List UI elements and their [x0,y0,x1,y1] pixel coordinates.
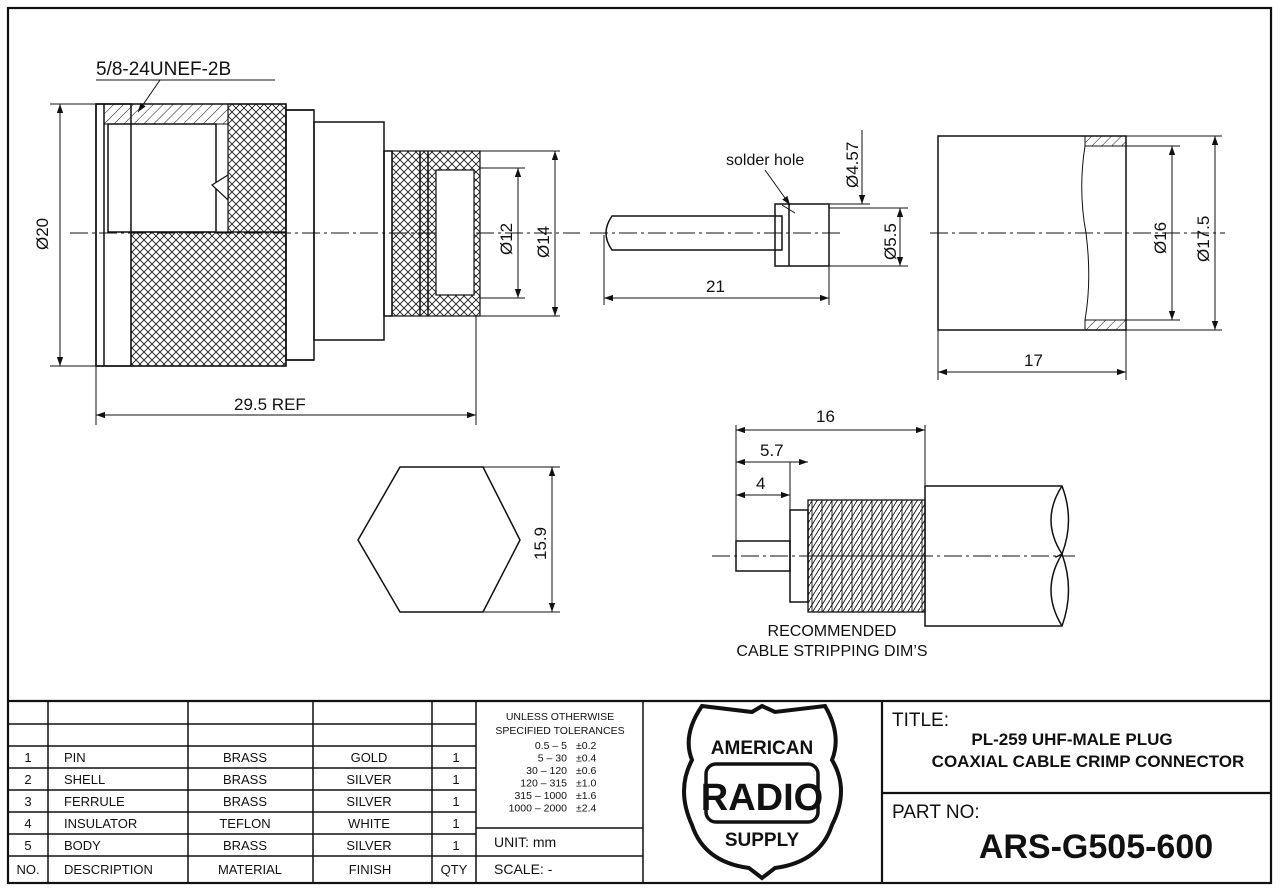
bom-cell-qty: 1 [452,794,459,809]
bom-cell-material: TEFLON [219,816,270,831]
solder-hole-label: solder hole [726,152,804,169]
tolerance-value: ±2.4 [576,803,597,815]
dim-overall-length-label: 29.5 REF [234,395,306,414]
tolerance-range: 30 – 120 [526,765,567,777]
tolerance-block: UNLESS OTHERWISE SPECIFIED TOLERANCES 0.… [494,711,625,877]
bom-cell-finish: SILVER [346,772,391,787]
dim-body-diameters: Ø12 Ø14 [480,150,560,317]
bom-cell-material: BRASS [223,772,267,787]
bom-cell-no: 3 [24,794,31,809]
bom-cell-qty: 1 [452,750,459,765]
bom-cell-no: 1 [24,750,31,765]
bom-cell-qty: 1 [452,838,459,853]
bom-cell-no: 2 [24,772,31,787]
dim-ferrule-length-label: 17 [1024,351,1043,370]
tolerance-value: ±0.2 [576,740,597,752]
dim-body-diameter-1-label: Ø12 [497,223,516,255]
bom-cell-material: BRASS [223,794,267,809]
bom-cell-material: BRASS [223,750,267,765]
dim-strip-center-label: 4 [756,474,765,493]
pin-view: solder hole [590,152,840,267]
part-number: ARS-G505-600 [979,828,1213,866]
tolerance-range: 1000 – 2000 [509,803,568,815]
ferrule-view [930,135,1225,331]
tolerance-range: 0.5 – 5 [535,740,567,752]
thread-callout: 5/8-24UNEF-2B [96,59,275,113]
bom-header-description: DESCRIPTION [64,862,153,877]
tolerance-heading-1: UNLESS OTHERWISE [506,711,614,723]
bom-cell-qty: 1 [452,816,459,831]
dim-overall-length: 29.5 REF [95,316,477,425]
logo-line-2: RADIO [701,777,823,819]
bom-cell-no: 4 [24,816,31,831]
dim-ferrule: Ø16 Ø17.5 17 [937,135,1222,380]
dim-ferrule-outer-label: Ø17.5 [1194,216,1213,262]
title-part-block: TITLE: PL-259 UHF-MALE PLUG COAXIAL CABL… [892,710,1244,866]
strip-title-1: RECOMMENDED [768,623,897,640]
tolerance-value: ±1.0 [576,778,597,790]
title-line-1: PL-259 UHF-MALE PLUG [971,730,1172,749]
bom-cell-description: FERRULE [64,794,125,809]
logo-line-3: SUPPLY [725,830,800,851]
bom-cell-finish: SILVER [346,838,391,853]
dim-body-diameter-2-label: Ø14 [534,226,553,258]
bom-cell-description: PIN [64,750,86,765]
connector-side-view [70,103,580,367]
bom-header-material: MATERIAL [218,862,282,877]
bom-cell-finish: SILVER [346,794,391,809]
tolerance-value: ±1.6 [576,790,597,802]
dim-pin-length-label: 21 [706,277,725,296]
title-label: TITLE: [892,710,949,731]
part-label: PART NO: [892,802,980,823]
bom-cell-finish: WHITE [348,816,390,831]
dim-ferrule-inner-label: Ø16 [1151,222,1170,254]
dim-plug-diameter-label: Ø20 [33,218,52,250]
bom-header-qty: QTY [441,862,468,877]
brand-logo: AMERICAN RADIO SUPPLY [682,703,843,881]
dim-pin: Ø4.57 Ø5.5 21 [603,130,908,305]
unit-label: UNIT: mm [494,834,556,850]
hex-end-view: 15.9 [357,466,560,613]
tolerance-heading-2: SPECIFIED TOLERANCES [495,725,624,737]
thread-callout-label: 5/8-24UNEF-2B [96,59,231,80]
bom-cell-description: SHELL [64,772,105,787]
scale-label: SCALE: - [494,861,553,877]
dim-strip-total-label: 16 [816,407,835,426]
tolerance-range: 120 – 315 [520,778,567,790]
dim-strip-dielectric-label: 5.7 [760,441,784,460]
bom-cell-finish: GOLD [351,750,388,765]
bom-cell-description: INSULATOR [64,816,137,831]
bom-table: 1 PIN BRASS GOLD 1 2 SHELL BRASS SILVER 1 3 FERRULE… [16,750,467,877]
tolerance-range: 315 – 1000 [514,790,567,802]
bom-cell-no: 5 [24,838,31,853]
bom-cell-qty: 1 [452,772,459,787]
dim-plug-diameter: Ø20 [33,103,96,367]
title-block [8,699,1271,883]
cable-strip-view [712,485,1075,627]
logo-line-1: AMERICAN [711,738,813,759]
dim-strip: 16 5.7 4 RECOMMENDED CABLE STRIPPING DIM… [735,407,928,660]
sheet-border [6,6,1273,885]
title-line-2: COAXIAL CABLE CRIMP CONNECTOR [932,752,1245,771]
bom-header-finish: FINISH [349,862,392,877]
dim-pin-hole-label: Ø4.57 [843,142,862,188]
strip-title-2: CABLE STRIPPING DIM’S [736,643,927,660]
dim-hex-label: 15.9 [531,527,550,560]
bom-cell-material: BRASS [223,838,267,853]
tolerance-value: ±0.4 [576,753,597,765]
tolerance-range: 5 – 30 [538,753,567,765]
bom-header-no: NO. [16,862,39,877]
tolerance-value: ±0.6 [576,765,597,777]
bom-cell-description: BODY [64,838,101,853]
dim-pin-diameter-label: Ø5.5 [881,223,900,260]
